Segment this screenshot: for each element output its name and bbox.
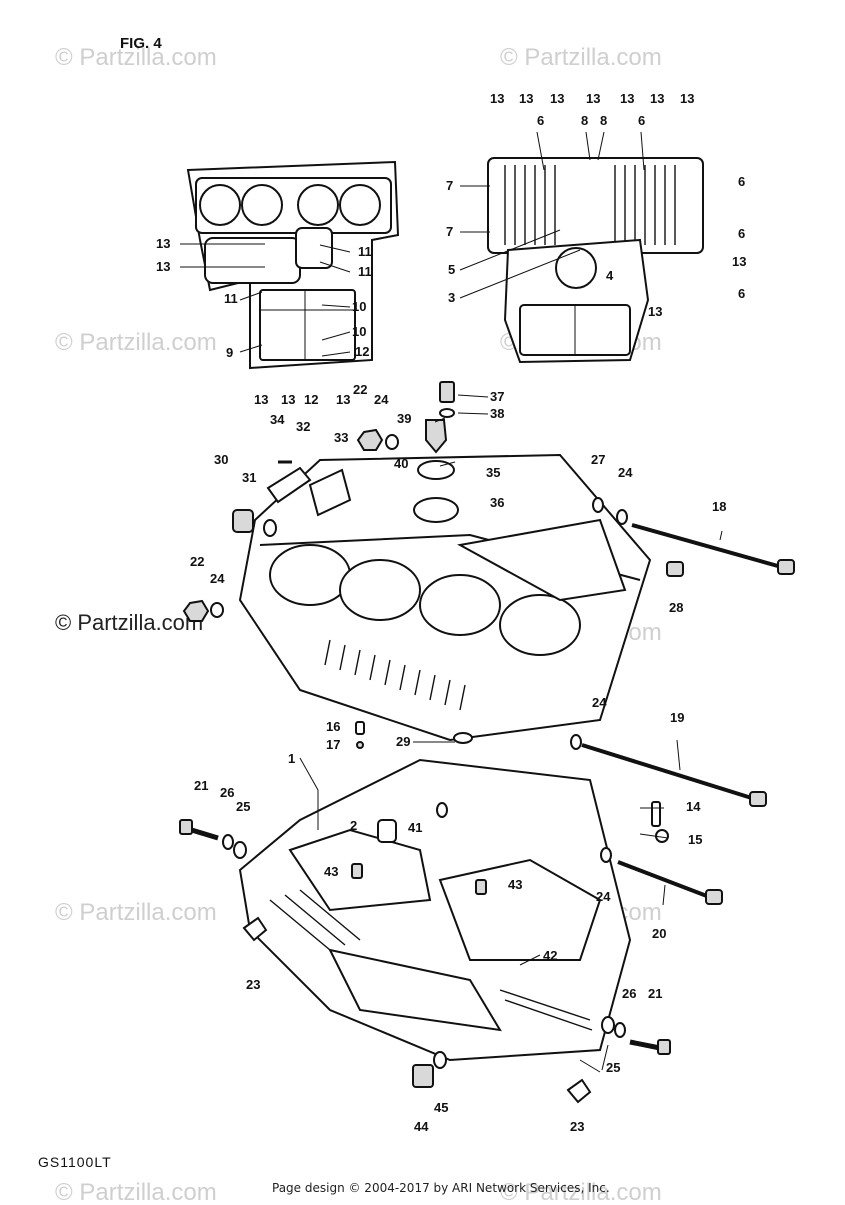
- callout-13: 13: [156, 236, 170, 251]
- callout-11: 11: [224, 291, 238, 306]
- callout-43: 43: [324, 864, 338, 879]
- callout-6: 6: [738, 226, 745, 241]
- callout-24: 24: [596, 889, 611, 904]
- watermark: © Partzilla.com: [55, 329, 217, 356]
- callout-39: 39: [397, 411, 411, 426]
- callout-13: 13: [732, 254, 746, 269]
- callout-19: 19: [670, 710, 684, 725]
- callout-24: 24: [374, 392, 389, 407]
- callout-13: 13: [336, 392, 350, 407]
- callout-10: 10: [352, 299, 366, 314]
- callout-26: 26: [622, 986, 636, 1001]
- callout-6: 6: [738, 286, 745, 301]
- callout-13: 13: [156, 259, 170, 274]
- callout-27: 27: [591, 452, 605, 467]
- callout-14: 14: [686, 799, 701, 814]
- watermark: © Partzilla.com: [500, 44, 662, 71]
- callout-45: 45: [434, 1100, 448, 1115]
- callout-24: 24: [618, 465, 633, 480]
- callout-37: 37: [490, 389, 504, 404]
- callout-24: 24: [592, 695, 607, 710]
- callout-40: 40: [394, 456, 408, 471]
- callout-32: 32: [296, 419, 310, 434]
- callout-24: 24: [210, 571, 225, 586]
- callout-30: 30: [214, 452, 228, 467]
- callout-23: 23: [246, 977, 260, 992]
- callout-6: 6: [738, 174, 745, 189]
- callout-6: 6: [638, 113, 645, 128]
- leader-lines: [180, 131, 723, 1073]
- inset-crankcase-top-view: [186, 160, 400, 370]
- callout-1: 1: [288, 751, 295, 766]
- callout-12: 12: [355, 344, 369, 359]
- inset-lower-case-view: [487, 157, 704, 364]
- small-parts: [179, 381, 795, 1104]
- callout-13: 13: [281, 392, 295, 407]
- callout-13: 13: [519, 91, 533, 106]
- callout-7: 7: [446, 178, 453, 193]
- watermark: © Partzilla.com: [55, 44, 217, 71]
- callout-10: 10: [352, 324, 366, 339]
- callout-13: 13: [650, 91, 664, 106]
- callout-13: 13: [254, 392, 268, 407]
- lower-crankcase: [238, 758, 632, 1062]
- callout-18: 18: [712, 499, 726, 514]
- callout-13: 13: [620, 91, 634, 106]
- callout-20: 20: [652, 926, 666, 941]
- callout-8: 8: [581, 113, 588, 128]
- callout-13: 13: [680, 91, 694, 106]
- callout-7: 7: [446, 224, 453, 239]
- callout-26: 26: [220, 785, 234, 800]
- figure-title: FIG. 4: [120, 35, 162, 52]
- callout-43: 43: [508, 877, 522, 892]
- callout-3: 3: [448, 290, 455, 305]
- callout-9: 9: [226, 345, 233, 360]
- copyright-footer: Page design © 2004-2017 by ARI Network S…: [272, 1181, 610, 1195]
- callout-13: 13: [490, 91, 504, 106]
- watermark: © Partzilla.com: [55, 1179, 217, 1200]
- callout-2: 2: [350, 818, 357, 833]
- callout-33: 33: [334, 430, 348, 445]
- callout-21: 21: [194, 778, 208, 793]
- callout-22: 22: [353, 382, 367, 397]
- callout-25: 25: [236, 799, 250, 814]
- callout-28: 28: [669, 600, 683, 615]
- callout-11: 11: [358, 264, 372, 279]
- callout-25: 25: [606, 1060, 620, 1075]
- callout-5: 5: [448, 262, 455, 277]
- callout-36: 36: [490, 495, 504, 510]
- callout-13: 13: [550, 91, 564, 106]
- callout-16: 16: [326, 719, 340, 734]
- callout-42: 42: [543, 948, 557, 963]
- callout-21: 21: [648, 986, 662, 1001]
- callout-labels: 13 13 13 13 13 13 13 6 8 8 6 7 6 7 6 5 4…: [156, 91, 746, 1134]
- callout-8: 8: [600, 113, 607, 128]
- model-code: GS1100LT: [38, 1154, 112, 1170]
- upper-crankcase: [238, 453, 652, 742]
- callout-4: 4: [606, 268, 614, 283]
- callout-12: 12: [304, 392, 318, 407]
- watermark: © Partzilla.com: [55, 899, 217, 926]
- callout-13: 13: [648, 304, 662, 319]
- callout-34: 34: [270, 412, 285, 427]
- callout-41: 41: [408, 820, 422, 835]
- callout-6: 6: [537, 113, 544, 128]
- callout-38: 38: [490, 406, 504, 421]
- callout-29: 29: [396, 734, 410, 749]
- callout-23: 23: [570, 1119, 584, 1134]
- callout-22: 22: [190, 554, 204, 569]
- callout-31: 31: [242, 470, 256, 485]
- watermark-prominent: © Partzilla.com: [55, 610, 203, 635]
- callout-13: 13: [586, 91, 600, 106]
- callout-35: 35: [486, 465, 500, 480]
- callout-44: 44: [414, 1119, 429, 1134]
- callout-17: 17: [326, 737, 340, 752]
- callout-11: 11: [358, 244, 372, 259]
- callout-15: 15: [688, 832, 702, 847]
